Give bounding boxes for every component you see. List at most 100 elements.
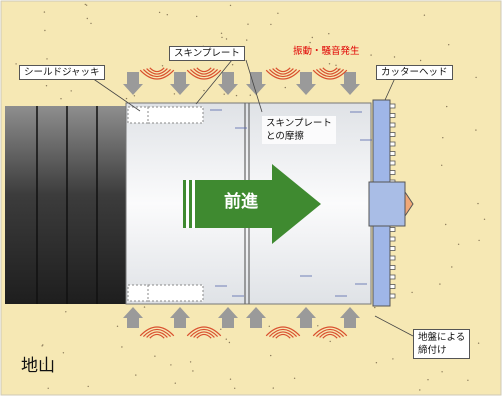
vibration-wave-arc: [196, 333, 212, 339]
vibration-wave-arc: [146, 331, 168, 338]
vibration-wave-arc: [186, 69, 222, 80]
down-arrow: [296, 72, 316, 95]
down-arrow: [246, 72, 266, 95]
ground-speckle: [44, 29, 46, 32]
vibration-wave-arc: [268, 68, 298, 78]
down-arrow: [123, 72, 143, 95]
ground-speckle: [272, 387, 274, 389]
ground-speckle: [170, 364, 172, 366]
ground-speckle: [229, 378, 232, 380]
ground-speckle: [270, 354, 272, 357]
cutter-tooth: [389, 151, 396, 156]
cutter-tooth: [389, 160, 396, 166]
cutter-head: [368, 99, 414, 307]
vibration-wave-arc: [312, 326, 348, 337]
ground-speckle: [442, 137, 444, 139]
ground-speckle: [317, 325, 319, 327]
ground-speckle: [392, 358, 394, 360]
ground-speckle: [477, 202, 479, 205]
ground-speckle: [423, 14, 426, 16]
ground-speckle: [475, 76, 477, 79]
ground-speckle: [135, 374, 137, 376]
ground-speckle: [221, 36, 223, 39]
ground-speckle: [47, 387, 49, 389]
ground-speckle: [121, 346, 123, 348]
ground-speckle: [375, 362, 378, 364]
up-arrow: [123, 307, 143, 328]
cutter-tooth: [389, 293, 396, 299]
ground-speckle: [475, 129, 477, 131]
ground-speckle: [247, 23, 249, 25]
vibration-wave-arc: [322, 67, 338, 73]
ground-speckle: [448, 44, 450, 46]
ground-speckle: [133, 95, 136, 97]
ground-speckle: [161, 65, 164, 67]
ground-speckle: [220, 32, 223, 34]
vibration-wave-arc: [312, 69, 348, 80]
ground-speckle: [478, 239, 480, 242]
vibration-wave-arc: [189, 328, 219, 338]
advance-label: 前進: [224, 192, 258, 212]
vibration-wave-arc: [272, 331, 294, 338]
vibration-wave-arc: [142, 68, 172, 78]
ground-speckle: [235, 94, 238, 97]
ground-speckle: [43, 11, 46, 13]
vibration-wave-arc: [193, 68, 215, 75]
ground-speckle: [445, 223, 447, 226]
ground-speckle: [328, 63, 331, 65]
ground-speckle: [311, 36, 313, 39]
cutter-tooth: [389, 122, 396, 128]
cutter-tooth: [389, 246, 396, 251]
ground-pressure-arrows: [123, 72, 360, 328]
down-arrow: [218, 72, 238, 95]
cutter-tooth: [389, 132, 396, 137]
cutter-tooth: [389, 227, 396, 232]
ground-speckle: [477, 342, 480, 344]
ground-label: 地山: [21, 356, 55, 376]
friction-label-line1: スキンプレート: [266, 118, 332, 129]
vibration-wave-arc: [139, 69, 175, 80]
ground-speckle: [228, 341, 231, 344]
vibration-wave-arc: [268, 328, 298, 338]
ground-speckle: [293, 377, 296, 379]
cutter-tooth: [389, 274, 396, 280]
skin-plate-label: スキンプレート: [169, 46, 245, 61]
up-arrow: [340, 307, 360, 328]
ground-speckle: [70, 90, 72, 92]
friction-label-line2: との摩擦: [266, 131, 304, 142]
vibration-wave-arc: [315, 328, 345, 338]
vibration-wave-arc: [146, 68, 168, 75]
ground-speckle: [85, 4, 88, 6]
ground-speckle: [45, 85, 48, 87]
vibration-wave-arc: [149, 333, 165, 339]
vibration-wave-arc: [189, 68, 219, 78]
ground-speckle: [427, 379, 429, 381]
shield-jack-label: シールドジャッキ: [19, 65, 105, 80]
cutter-tooth: [389, 255, 396, 261]
ground-speckle: [234, 387, 236, 389]
ground-speckle: [203, 89, 205, 92]
ground-speckle: [329, 340, 331, 343]
ground-speckle: [192, 370, 194, 372]
ground-speckle: [335, 64, 337, 67]
vibration-wave-arc: [139, 326, 175, 337]
ground-speckle: [309, 41, 311, 44]
vibration-wave-arc: [142, 328, 172, 338]
ground-speckle: [268, 325, 270, 327]
advance-arrow: [183, 164, 321, 244]
ground-speckle: [173, 93, 176, 95]
ground-speckle: [411, 291, 413, 294]
ground-speckle: [87, 385, 89, 388]
vibration-waves: [139, 67, 348, 339]
ground-speckle: [249, 94, 251, 96]
skin-plate-friction-label: スキンプレート との摩擦: [262, 116, 336, 144]
leader-lines: [91, 59, 414, 337]
ground-speckle: [42, 362, 44, 365]
ground-speckle: [116, 325, 119, 327]
vibration-wave-arc: [193, 331, 215, 338]
segment-rings: [5, 106, 127, 304]
ground-speckle: [225, 338, 227, 340]
ground-speckle: [451, 266, 453, 268]
up-arrow: [246, 307, 266, 328]
ground-speckle: [62, 352, 65, 354]
